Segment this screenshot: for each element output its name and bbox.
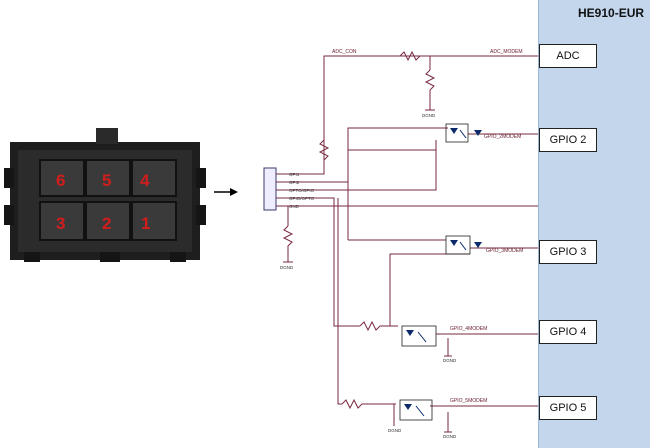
- connector-right-ear: [196, 168, 206, 188]
- ground-label: DGND: [422, 113, 436, 118]
- ground-label: DGND: [388, 428, 402, 433]
- gpio4-label-box: GPIO 4: [539, 320, 597, 344]
- schematic: [263, 50, 538, 433]
- module-title: HE910-EUR: [578, 6, 645, 20]
- net-label: ADC_CON: [332, 49, 357, 55]
- net-label: GPIO_3MODEM: [486, 248, 523, 254]
- connector-right-ear: [196, 205, 206, 225]
- pin-number: 1: [141, 214, 150, 233]
- pin-cavity: [85, 159, 131, 197]
- net-label: GPIO_2MODEM: [484, 134, 521, 140]
- pin-cavity: [39, 201, 85, 241]
- ground-label: DGND: [443, 434, 457, 439]
- optocoupler-gpio2: [445, 123, 482, 143]
- arrow-icon: [214, 188, 238, 196]
- ground-label: DGND: [443, 358, 457, 363]
- connector-foot: [100, 252, 120, 262]
- pin-number: 5: [102, 171, 111, 190]
- net-label: ADC_MODEM: [490, 49, 523, 55]
- pin-number: 3: [56, 214, 65, 233]
- gpio3-label-box: GPIO 3: [539, 240, 597, 264]
- pin-cavity: [39, 159, 85, 197]
- pin-cavity: [85, 201, 131, 241]
- connector-left-ear: [4, 168, 14, 188]
- header-pin-label: GND: [289, 204, 300, 209]
- header-pin-label: GPI2: [289, 180, 300, 185]
- adc-resistor: [399, 50, 421, 62]
- gpio2-label-box: GPIO 2: [539, 128, 597, 152]
- header-pin-label: OPTO/GPIO: [289, 188, 315, 193]
- pin-cavity: [131, 159, 177, 197]
- header-pin-label: GPIO/OPTO: [289, 196, 315, 201]
- adc-label-box: ADC: [539, 44, 597, 68]
- net-label: GPIO_5MODEM: [450, 398, 487, 404]
- gpio5-label-box: GPIO 5: [539, 396, 597, 420]
- connector-foot: [24, 252, 40, 262]
- pin-cavity: [131, 201, 177, 241]
- header-connector: [263, 167, 277, 211]
- net-label: GPIO_4MODEM: [450, 326, 487, 332]
- adc-pull-resistor: [424, 69, 436, 91]
- pin-number: 6: [56, 171, 65, 190]
- header-pin-label: GPI1: [289, 172, 300, 177]
- module-panel: [538, 0, 650, 448]
- optocoupler-gpio4: [401, 325, 437, 347]
- connector-image: 6 5 4 3 2 1: [4, 128, 206, 262]
- connector-latch: [96, 128, 118, 144]
- optocoupler-gpio5: [399, 399, 433, 421]
- ground-label: DGND: [280, 265, 294, 270]
- optocoupler-gpio3: [445, 235, 482, 255]
- pin-number: 2: [102, 214, 111, 233]
- adc-wire: [288, 55, 538, 175]
- connector-foot: [170, 252, 186, 262]
- pin-number: 4: [140, 171, 150, 190]
- connector-left-ear: [4, 205, 14, 225]
